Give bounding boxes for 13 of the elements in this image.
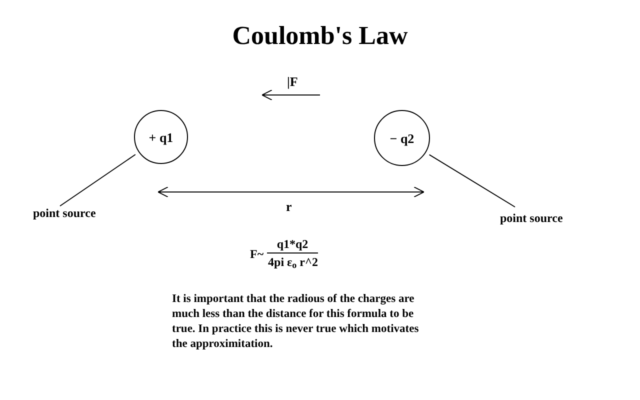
point-source-label: point source xyxy=(500,211,563,225)
charge-label: + q1 xyxy=(148,130,174,144)
charge-label: − q2 xyxy=(390,132,414,144)
leader-line xyxy=(428,154,516,208)
force-label: |F xyxy=(287,75,298,89)
distance-label: r xyxy=(286,200,292,214)
point-source-label: point source xyxy=(33,206,96,220)
leader-line xyxy=(60,154,136,206)
note-paragraph: It is important that the radious of the charges are much less than the distance for this formula to be true. In practice this is never true which motivates the approximitation. xyxy=(172,292,420,352)
formula-numerator: q1*q2 xyxy=(276,237,310,251)
formula-text: F~ xyxy=(250,247,264,261)
formula-denominator: 4pi ε$_{o}$ r^2 xyxy=(267,255,319,269)
title: Coulomb's Law xyxy=(231,20,409,52)
